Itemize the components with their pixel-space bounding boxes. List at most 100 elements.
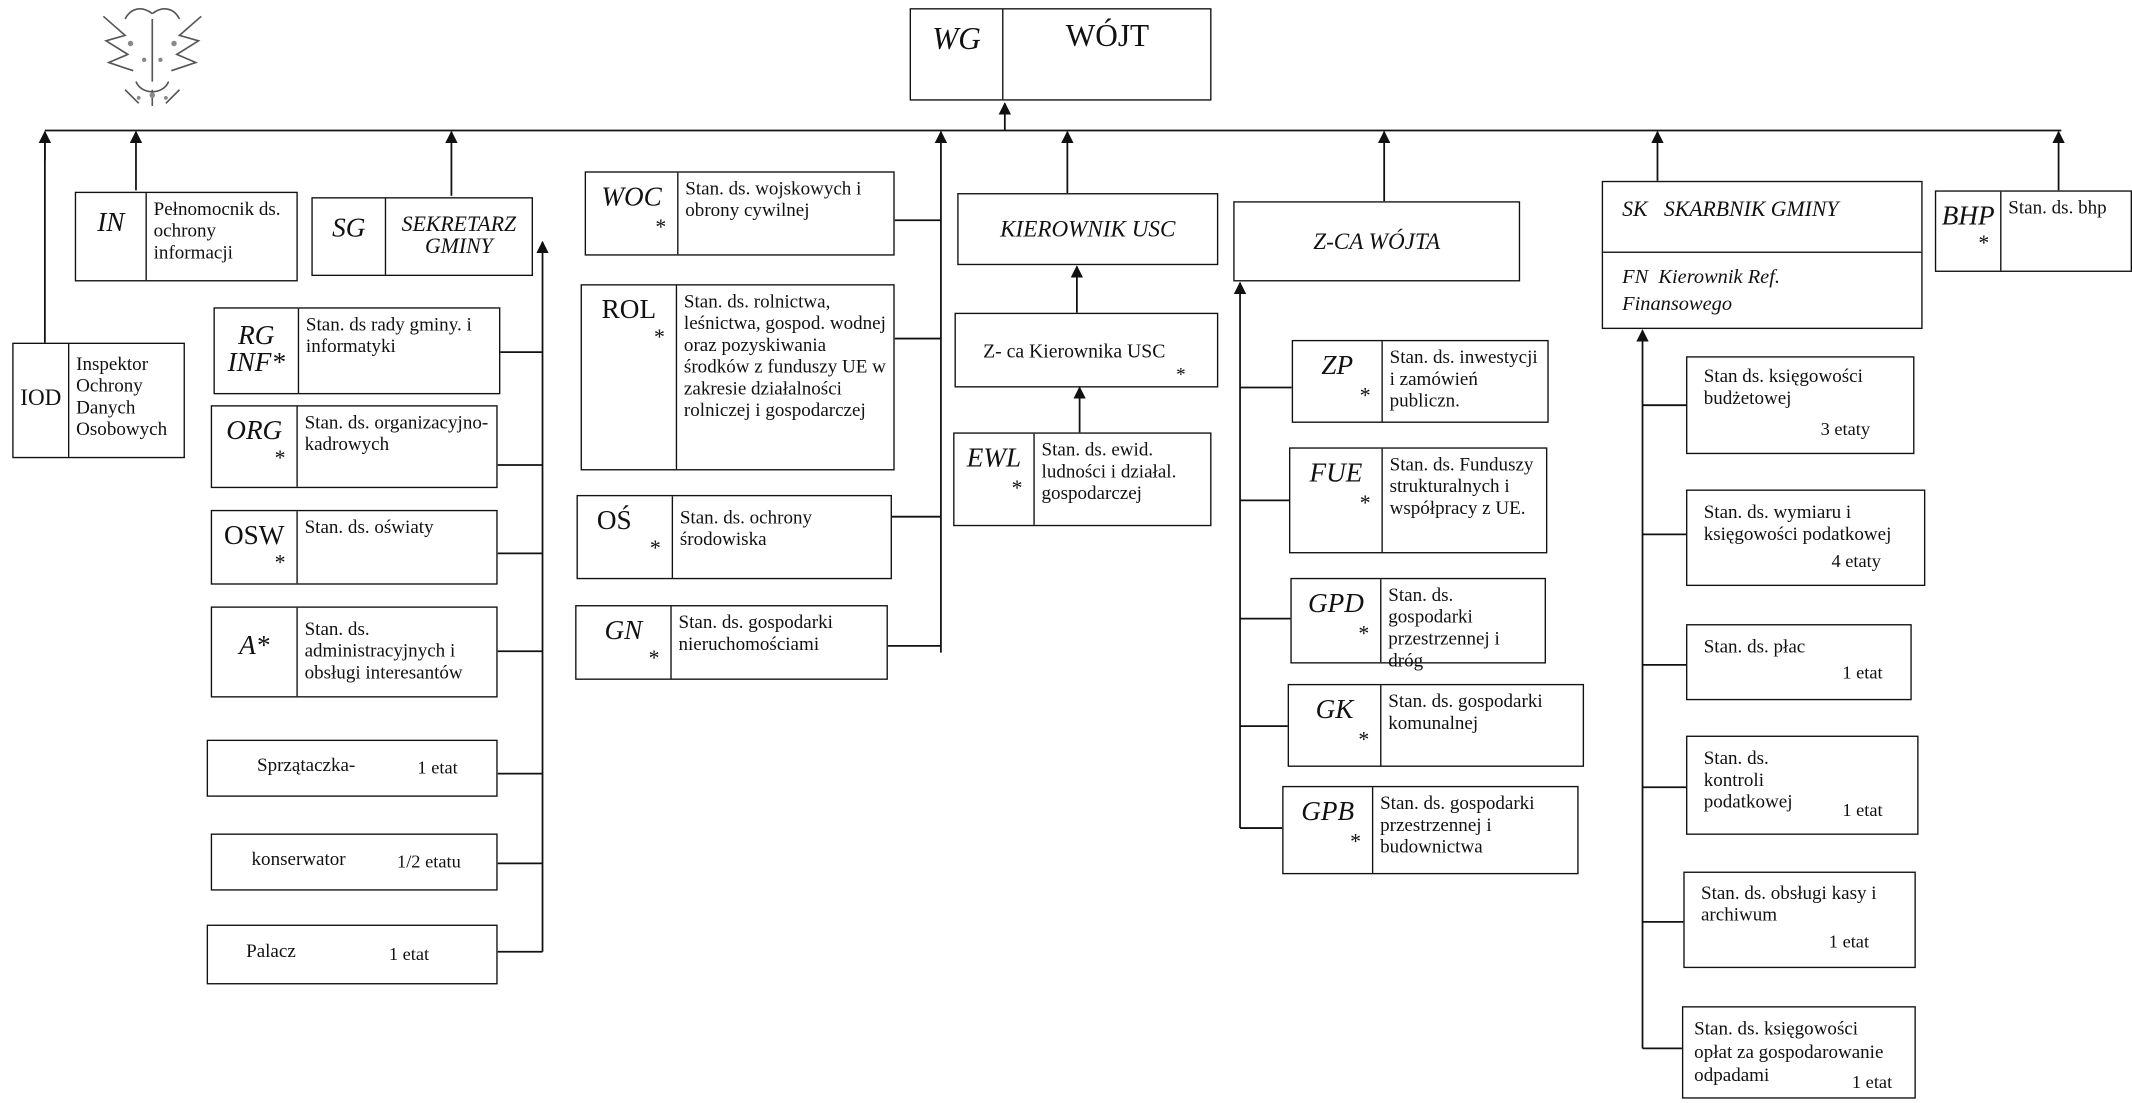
staff-label: Sprzątaczka- <box>256 755 356 777</box>
unit-star: * <box>274 447 286 471</box>
usc-deputy-label: Z- ca Kierownika USC <box>983 341 1166 364</box>
iod-desc: Inspektor Ochrony Danych Osobowych <box>76 354 168 441</box>
unit-desc: Stan. ds. gospodarki przestrzennej i bud… <box>1380 794 1535 858</box>
zca-unit-gpd: GPD* Stan. ds. gospodarki przestrzennej … <box>1290 577 1546 672</box>
unit-desc: Stan. ds. rolnictwa, leśnictwa, gospod. … <box>683 292 886 422</box>
unit-code: GPB* <box>1284 787 1374 873</box>
sk-bottom: FN Kierownik Ref. Finansowego <box>1622 266 1786 316</box>
in-desc: Pełnomocnik ds. ochrony informacji <box>153 199 281 264</box>
unit-desc: Stan. ds rady gminy. i informatyki <box>305 315 472 358</box>
in-code: IN <box>76 193 147 281</box>
unit-code: GK* <box>1289 685 1382 766</box>
unit-code-text: GPD <box>1307 588 1364 619</box>
unit-code-text: ORG <box>226 416 283 446</box>
staff-label: konserwator <box>251 849 346 871</box>
iod-code-text: IOD <box>20 384 62 411</box>
unit-code: ORG* <box>212 406 298 487</box>
sg-title: SEKRETARZ GMINY <box>401 213 517 259</box>
unit-desc: Stan. ds. wymiaru i księgowości podatkow… <box>1703 503 1892 546</box>
sk-unit-kontrola: Stan. ds. kontroli podatkowej 1 etat <box>1686 735 1919 835</box>
unit-code: GPD* <box>1292 579 1382 663</box>
staff-etat: 1 etat <box>388 943 430 965</box>
staff-label: Palacz <box>246 942 296 963</box>
unit-code: OSW* <box>212 511 298 584</box>
unit-desc: Stan ds. księgowości budżetowej <box>1703 367 1863 410</box>
unit-code: GN* <box>577 606 672 679</box>
sg-code-text: SG <box>332 213 366 244</box>
head-title-text: WÓJT <box>1065 19 1150 54</box>
iod-code: IOD <box>14 344 70 457</box>
unit-code-text: OŚ <box>596 505 632 536</box>
sk-unit-odpady: Stan. ds. księgowości opłat za gospodaro… <box>1681 1006 1916 1099</box>
unit-etat: 1 etat <box>1842 799 1883 820</box>
box-bhp: BHP* Stan. ds. bhp <box>1934 190 2132 272</box>
zca-unit-gpb: GPB* Stan. ds. gospodarki przestrzennej … <box>1282 785 1579 875</box>
unit-star: * <box>648 647 660 671</box>
unit-star: * <box>1359 384 1371 408</box>
unit-desc: Stan. ds. Funduszy strukturalnych i wspó… <box>1389 455 1534 520</box>
unit-code-text: ROL <box>601 295 657 325</box>
zca-title: Z-CA WÓJTA <box>1313 227 1441 254</box>
unit-desc: Stan. ds. księgowości opłat za gospodaro… <box>1694 1019 1884 1087</box>
unit-desc: Stan. ds. płac <box>1703 637 1806 659</box>
unit-star: * <box>655 216 667 240</box>
unit-code-text: RG INF* <box>227 320 286 378</box>
unit-star: * <box>654 326 665 350</box>
unit-star: * <box>1358 728 1370 752</box>
unit-desc: Stan. ds. bhp <box>2008 198 2107 219</box>
sk-unit-kasa: Stan. ds. obsługi kasy i archiwum 1 etat <box>1683 871 1916 969</box>
mid-unit-gn: GN* Stan. ds. gospodarki nieruchomościam… <box>575 605 888 680</box>
coat-of-arms-emblem <box>102 8 202 107</box>
head-code-text: WG <box>932 21 981 56</box>
unit-code: A* <box>212 607 298 697</box>
sk-unit-wymiar: Stan. ds. wymiaru i księgowości podatkow… <box>1686 489 1926 587</box>
box-sg: SG SEKRETARZ GMINY <box>311 197 534 277</box>
unit-desc: Stan. ds. administracyjnych i obsługi in… <box>304 620 463 684</box>
unit-desc: Stan. ds. gospodarki komunalnej <box>1388 692 1543 735</box>
unit-code: FUE* <box>1290 448 1383 553</box>
unit-desc: Stan. ds. gospodarki nieruchomościami <box>678 613 833 656</box>
unit-code-text: GN <box>604 615 643 646</box>
box-zca-kierownika-usc: Z- ca Kierownika USC * <box>954 312 1219 388</box>
mid-unit-os: OŚ * Stan. ds. ochrony środowiska <box>576 494 892 580</box>
unit-desc: Stan. ds. obsługi kasy i archiwum <box>1700 883 1877 926</box>
staff-konserwator: konserwator 1/2 etatu <box>210 833 498 891</box>
usc-deputy-star: * <box>1176 365 1186 387</box>
mid-unit-woc: WOC* Stan. ds. wojskowych i obrony cywil… <box>584 171 895 256</box>
unit-code: OŚ * <box>578 496 674 578</box>
staff-sprzataczka: Sprzątaczka- 1 etat <box>206 739 498 797</box>
unit-etat: 1 etat <box>1851 1071 1893 1092</box>
unit-code-text: A* <box>239 630 270 661</box>
unit-code-text: ZP <box>1321 350 1354 381</box>
head-title: WÓJT <box>1003 10 1210 100</box>
unit-desc: Stan. ds. oświaty <box>304 518 434 539</box>
sg-unit-rg: RG INF* Stan. ds rady gminy. i informaty… <box>213 307 501 395</box>
unit-desc: Stan. ds. wojskowych i obrony cywilnej <box>685 179 862 222</box>
unit-star: * <box>1350 830 1362 854</box>
unit-code: WOC* <box>586 172 679 255</box>
unit-desc: Stan. ds. ochrony środowiska <box>679 508 813 551</box>
head-box-wojt: WG WÓJT <box>909 8 1212 101</box>
sg-code: SG <box>313 198 387 275</box>
unit-code: RG INF* <box>215 308 300 393</box>
in-code-text: IN <box>97 208 125 238</box>
unit-code-text: BHP <box>1941 201 1995 232</box>
sk-unit-place: Stan. ds. płac 1 etat <box>1686 624 1912 701</box>
unit-etat: 4 etaty <box>1831 550 1881 572</box>
unit-desc: Stan. ds. kontroli podatkowej <box>1703 749 1793 814</box>
box-in: IN Pełnomocnik ds. ochrony informacji <box>74 191 298 282</box>
unit-star: * <box>649 537 661 561</box>
unit-star: * <box>1011 477 1023 501</box>
unit-etat: 3 etaty <box>1820 418 1871 440</box>
sk-top: SK SKARBNIK GMINY <box>1603 182 1922 253</box>
staff-etat: 1 etat <box>417 757 458 778</box>
unit-code-text: EWL <box>966 443 1022 474</box>
unit-code: BHP* <box>1936 191 2002 271</box>
unit-code: EWL * <box>955 433 1035 525</box>
box-ewl: EWL * Stan. ds. ewid. ludności i działal.… <box>953 432 1212 527</box>
box-zca-wojta: Z-CA WÓJTA <box>1233 201 1521 282</box>
unit-desc: Stan. ds. ewid. ludności i działal. gosp… <box>1041 440 1177 505</box>
zca-unit-zp: ZP* Stan. ds. inwestycji i zamówień publ… <box>1291 339 1549 423</box>
unit-desc: Stan. ds. gospodarki przestrzennej i dró… <box>1388 586 1500 672</box>
